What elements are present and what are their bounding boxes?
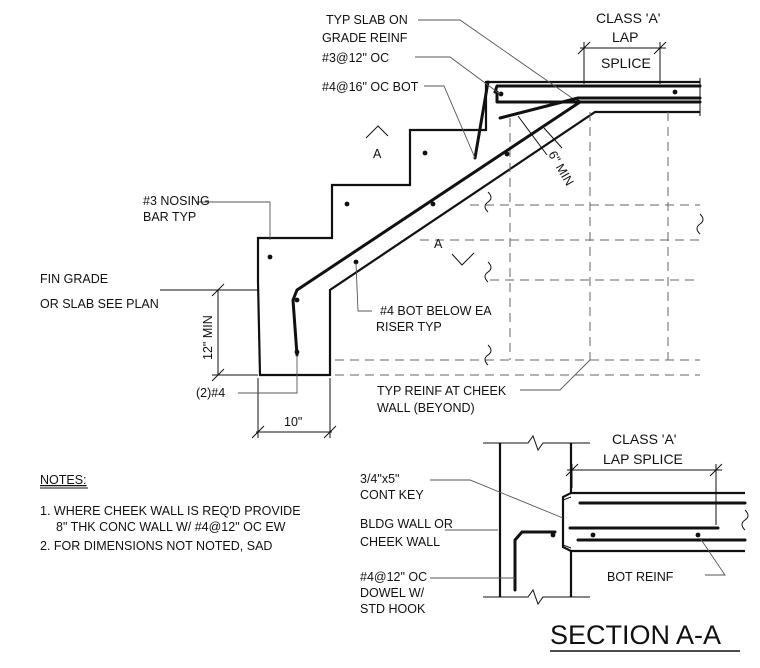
notes-heading: NOTES: [40,473,87,487]
slab-top-bar [493,84,702,94]
rebar-dot [590,532,596,538]
leader-no3-12oc [415,56,501,95]
leader-bot-below [355,262,372,312]
section-cut-label: A [434,237,443,251]
six-min-dimension [543,127,563,149]
detail-lap-label: LAP SPLICE [603,451,683,467]
nosing-label: #3 NOSING [143,194,210,208]
break-mark [484,191,492,213]
bot-reinf-label: BOT REINF [607,570,674,584]
bldg-wall-label: BLDG WALL OR [360,517,453,531]
cont-key-label: 3/4"x5" [360,472,399,486]
rebar-dot [672,89,678,95]
break-mark [484,261,492,283]
section-cut-marker [365,125,389,139]
leader-no4-16oc [424,85,476,159]
rebar-dot [498,91,504,97]
stair-bottom-bar [291,100,582,357]
leader-two-no4 [238,355,298,394]
rebar-dot [344,201,350,207]
lap-splice-tick [653,41,667,55]
rebar-dot [550,532,556,538]
leader-cheek-reinf [520,359,591,391]
fin-grade-label: FIN GRADE [40,272,108,286]
stair-main-bar [498,96,702,120]
rebar-dot [294,349,300,355]
six-min-dimension [517,115,548,156]
note-item: 1. WHERE CHEEK WALL IS REQ'D PROVIDE [40,504,301,518]
stair-concrete-outline [256,80,700,377]
dowel-label: #4@12" OC [360,570,427,584]
bldg-wall-label: CHEEK WALL [360,535,440,549]
bot-below-label: #4 BOT BELOW EA [380,304,492,318]
leader-cont-key [430,479,564,519]
rebar-dot [430,201,436,207]
no3-12oc-label: #3@12" OC [322,51,389,65]
ten-in-tick [251,425,265,439]
two-no4-label: (2)#4 [196,386,225,400]
dowel-label: STD HOOK [360,602,426,616]
note-item: 8" THK CONC WALL W/ #4@12" OC EW [56,520,286,534]
section-cut-marker [451,252,475,266]
rebar-dot [294,297,300,303]
lap-splice-label: CLASS 'A' [596,10,660,26]
lap-splice-tick [577,41,591,55]
dowel-label: DOWEL W/ [360,586,425,600]
break-line [483,434,590,452]
notes: NOTES: 1. WHERE CHEEK WALL IS REQ'D PROV… [40,473,301,553]
nosing-label: BAR TYP [143,210,196,224]
leader-typ-slab [418,19,573,99]
lap-splice-tick [709,463,723,477]
break-line [483,588,590,606]
key-outline [562,496,572,549]
note-item: 2. FOR DIMENSIONS NOT NOTED, SAD [40,539,272,553]
detail-lap-label: CLASS 'A' [612,431,676,447]
rebar-dot [353,259,359,265]
stair-inner-bar [473,80,490,160]
lap-splice-label: LAP [612,29,638,45]
section-title: SECTION A-A [550,620,721,650]
twelve-min-label: 12" MIN [201,315,215,360]
ten-in-label: 10" [284,415,302,429]
stair-section: A A 6" MIN 12" MIN 10" CLASS 'A' LAP SPL… [40,10,704,439]
break-mark [484,344,492,366]
rebar-dot [422,150,428,156]
leader-bot-reinf [699,537,726,576]
break-mark [741,509,749,531]
leader-nosing [196,201,271,240]
fin-grade-label: OR SLAB SEE PLAN [40,297,159,311]
section-cut-label: A [373,147,382,161]
ten-in-tick [323,425,337,439]
dowel-bar [513,530,557,592]
typ-slab-label: TYP SLAB ON [326,13,408,27]
bot-below-label: RISER TYP [376,320,442,334]
cheek-reinf-label: TYP REINF AT CHEEK [377,384,507,398]
rebar-dot [267,254,273,260]
typ-slab-label: GRADE REINF [322,31,408,45]
twelve-min-tick [211,283,225,297]
lap-splice-label: SPLICE [601,55,651,71]
cheek-reinf-label: WALL (BEYOND) [377,401,475,415]
wall-outline [561,443,573,597]
cont-key-label: CONT KEY [360,488,424,502]
wall-detail: CLASS 'A' LAP SPLICE 3/4"x5" CONT KEY BL… [360,431,749,616]
lap-splice-tick [565,463,579,477]
rebar-dot [575,99,581,105]
no4-16oc-label: #4@16" OC BOT [322,80,419,94]
break-mark [696,213,704,235]
slab-bottom-bar [495,90,702,104]
rebar-dot [504,151,510,157]
rebar-dot [695,532,701,538]
six-min-label: 6" MIN [545,149,576,189]
